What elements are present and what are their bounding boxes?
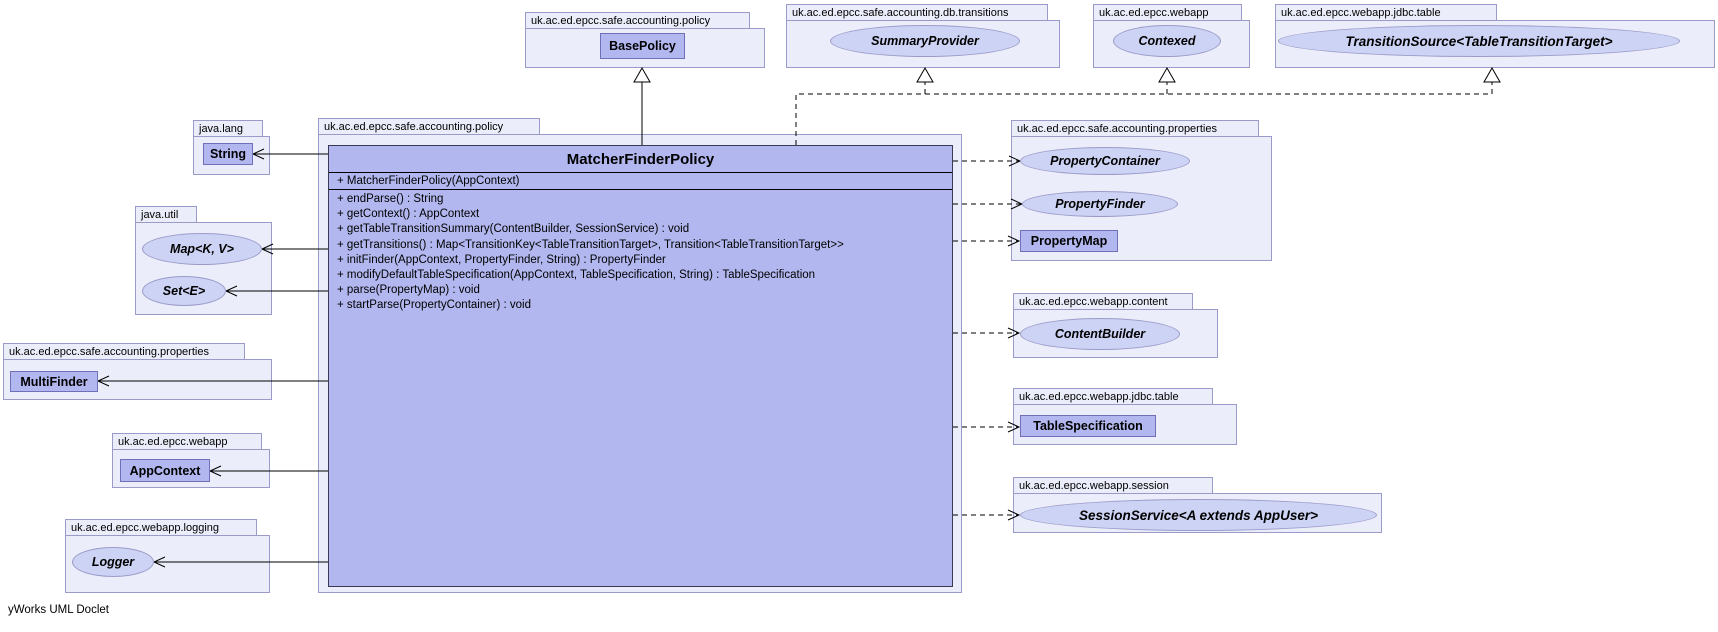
package-properties-left: uk.ac.ed.epcc.safe.accounting.properties…	[3, 343, 272, 400]
interface-node-contentbuilder[interactable]: ContentBuilder	[1020, 318, 1180, 350]
interface-node-set[interactable]: Set<E>	[142, 276, 226, 306]
package-java-lang-label: java.lang	[193, 120, 263, 137]
package-webapp-left-label: uk.ac.ed.epcc.webapp	[112, 433, 262, 450]
uml-class-matcherfinderpolicy[interactable]: MatcherFinderPolicy + MatcherFinderPolic…	[328, 145, 953, 587]
package-jdbc-table-top: uk.ac.ed.epcc.webapp.jdbc.table Transiti…	[1275, 4, 1715, 68]
package-java-util: java.util Map<K, V> Set<E>	[135, 206, 272, 315]
package-jdbc-table-right: uk.ac.ed.epcc.webapp.jdbc.table TableSpe…	[1013, 388, 1237, 445]
interface-node-propertyfinder[interactable]: PropertyFinder	[1022, 191, 1178, 217]
package-properties-right-label: uk.ac.ed.epcc.safe.accounting.properties	[1011, 120, 1259, 137]
class-node-appcontext[interactable]: AppContext	[120, 459, 210, 482]
package-content-label: uk.ac.ed.epcc.webapp.content	[1013, 293, 1193, 310]
package-jdbc-table-top-label: uk.ac.ed.epcc.webapp.jdbc.table	[1275, 4, 1497, 21]
package-properties-right: uk.ac.ed.epcc.safe.accounting.properties…	[1011, 120, 1272, 261]
package-properties-left-label: uk.ac.ed.epcc.safe.accounting.properties	[3, 343, 245, 360]
implements-triangle-contexed	[1158, 66, 1176, 83]
package-webapp-top: uk.ac.ed.epcc.webapp Contexed	[1093, 4, 1250, 68]
interface-node-transitionsource[interactable]: TransitionSource<TableTransitionTarget>	[1278, 25, 1680, 57]
interface-node-logger[interactable]: Logger	[72, 547, 154, 577]
package-webapp-top-label: uk.ac.ed.epcc.webapp	[1093, 4, 1242, 21]
package-db-transitions-label: uk.ac.ed.epcc.safe.accounting.db.transit…	[786, 4, 1048, 21]
interface-node-map[interactable]: Map<K, V>	[142, 233, 262, 265]
package-policy-main-label: uk.ac.ed.epcc.safe.accounting.policy	[318, 118, 540, 135]
package-db-transitions: uk.ac.ed.epcc.safe.accounting.db.transit…	[786, 4, 1060, 68]
uml-method-row: + parse(PropertyMap) : void	[337, 284, 480, 297]
uml-constructor-row: + MatcherFinderPolicy(AppContext)	[329, 173, 952, 190]
class-node-multifinder[interactable]: MultiFinder	[10, 371, 98, 392]
class-node-propertymap[interactable]: PropertyMap	[1020, 230, 1118, 252]
uml-method-list: + endParse() : String + getContext() : A…	[329, 190, 952, 314]
package-policy-top: uk.ac.ed.epcc.safe.accounting.policy Bas…	[525, 12, 765, 68]
package-logging-label: uk.ac.ed.epcc.webapp.logging	[65, 519, 257, 536]
implements-triangle-transitionsource	[1483, 66, 1501, 83]
package-policy-top-label: uk.ac.ed.epcc.safe.accounting.policy	[525, 12, 750, 29]
uml-method-row: + getTableTransitionSummary(ContentBuild…	[337, 223, 690, 236]
package-content: uk.ac.ed.epcc.webapp.content ContentBuil…	[1013, 293, 1218, 358]
package-logging: uk.ac.ed.epcc.webapp.logging Logger	[65, 519, 270, 593]
class-node-basepolicy[interactable]: BasePolicy	[600, 33, 685, 59]
interface-node-summaryprovider[interactable]: SummaryProvider	[830, 25, 1020, 57]
interface-node-sessionservice[interactable]: SessionService<A extends AppUser>	[1020, 499, 1377, 531]
extends-triangle-basepolicy	[633, 66, 651, 83]
class-node-tablespecification[interactable]: TableSpecification	[1020, 415, 1156, 437]
uml-method-row: + initFinder(AppContext, PropertyFinder,…	[337, 253, 666, 266]
uml-method-row: + endParse() : String	[337, 193, 444, 205]
uml-method-row: + getTransitions() : Map<TransitionKey<T…	[337, 238, 844, 251]
package-java-lang: java.lang String	[193, 120, 270, 175]
uml-method-row: + modifyDefaultTableSpecification(AppCon…	[337, 269, 816, 282]
package-session: uk.ac.ed.epcc.webapp.session SessionServ…	[1013, 477, 1382, 533]
class-node-string[interactable]: String	[203, 143, 253, 165]
implements-triangle-summaryprovider	[916, 66, 934, 83]
package-webapp-left: uk.ac.ed.epcc.webapp AppContext	[112, 433, 270, 488]
uml-method-row: + startParse(PropertyContainer) : void	[337, 299, 531, 312]
uml-method-row: + getContext() : AppContext	[337, 208, 480, 221]
footer-label: yWorks UML Doclet	[8, 604, 109, 616]
package-session-label: uk.ac.ed.epcc.webapp.session	[1013, 477, 1213, 494]
package-jdbc-table-right-label: uk.ac.ed.epcc.webapp.jdbc.table	[1013, 388, 1213, 405]
interface-node-propertycontainer[interactable]: PropertyContainer	[1020, 147, 1190, 175]
uml-class-title: MatcherFinderPolicy	[329, 146, 952, 173]
package-java-util-label: java.util	[135, 206, 197, 223]
interface-node-contexed[interactable]: Contexed	[1113, 25, 1221, 57]
